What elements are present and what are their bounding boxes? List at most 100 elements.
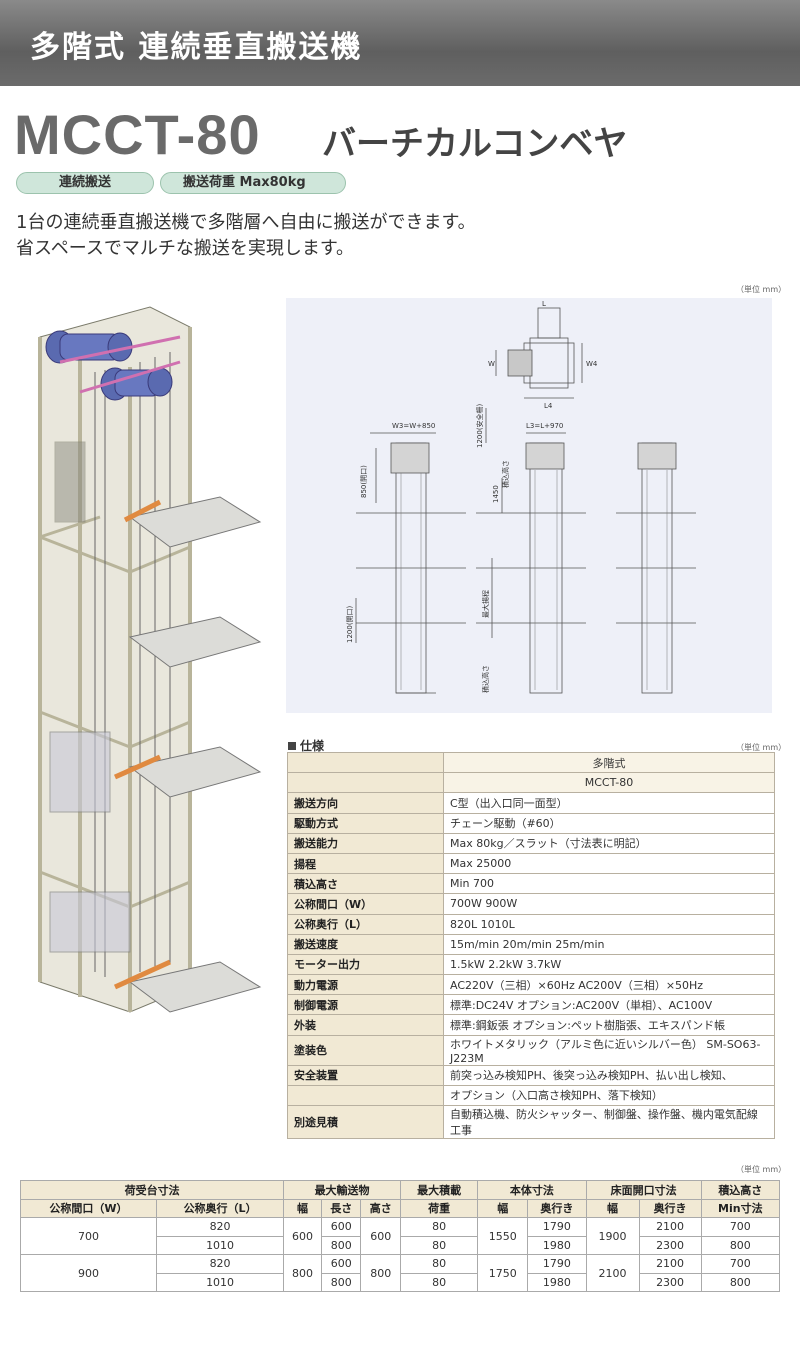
- table-row: 駆動方式チェーン駆動（#60）: [287, 812, 775, 834]
- spec-header-row: 多階式: [287, 751, 775, 774]
- table-row: オプション（入口高さ検知PH、落下検知）: [287, 1084, 775, 1107]
- table-row: 1010 800 80 1980 2300 800: [21, 1272, 781, 1292]
- spec-value: Max 80kg／スラット（寸法表に明記）: [443, 832, 775, 854]
- spec-key: 外装: [287, 1014, 444, 1036]
- roller-conveyors: [113, 496, 262, 1013]
- drawing-unit: （単位 mm）: [736, 285, 787, 294]
- dims-cell: 900: [20, 1254, 157, 1292]
- spec-section-title: 仕様: [288, 737, 324, 754]
- spec-key: 動力電源: [287, 974, 444, 996]
- dim-850: 850(開口): [360, 465, 368, 498]
- dims-cell: 2100: [638, 1217, 702, 1237]
- tag-load: 搬送荷重 Max80kg: [160, 172, 346, 194]
- description-line-1: 1台の連続垂直搬送機で多階層へ自由に搬送ができます。: [16, 212, 476, 233]
- dims-cell: 700: [700, 1254, 781, 1274]
- tag-list: 連続搬送 搬送荷重 Max80kg: [16, 172, 346, 194]
- dims-sub-header: 公称間口（W）: [20, 1198, 157, 1218]
- dims-cell: 1790: [527, 1254, 587, 1274]
- square-bullet-icon: [288, 742, 296, 750]
- dim-w3: W3=W+850: [392, 422, 435, 430]
- spec-key: 搬送方向: [287, 792, 444, 814]
- spec-value: C型（出入口同一面型）: [443, 792, 775, 814]
- dims-cell: 80: [399, 1217, 479, 1237]
- spec-title-text: 仕様: [300, 739, 325, 753]
- spec-value: オプション（入口高さ検知PH、落下検知）: [443, 1084, 775, 1107]
- dims-cell: 700: [20, 1217, 157, 1255]
- dims-cell: 2300: [638, 1272, 702, 1292]
- table-row: 1010 800 80 1980 2300 800: [21, 1235, 781, 1255]
- dims-sub-header: 長さ: [320, 1198, 362, 1218]
- model-name: MCCT-80: [14, 103, 261, 166]
- dim-W: W: [488, 360, 495, 368]
- table-row: 700 820 600 600 600 80 1550 1790 1900 21…: [20, 1217, 781, 1255]
- dims-cell: 1980: [527, 1235, 587, 1255]
- dims-group-header-row: 荷受台寸法 最大輸送物 最大積載 本体寸法 床面開口寸法 積込高さ: [19, 1180, 781, 1200]
- dims-cell: 800: [320, 1235, 362, 1255]
- lbl-load-height-bottom: 積込高さ: [481, 665, 490, 693]
- dim-1450: 1450: [492, 485, 500, 503]
- dims-cell: 1550: [477, 1217, 529, 1255]
- spec-unit: （単位 mm）: [736, 743, 787, 752]
- spec-value: 標準:鋼鈑張 オプション:ペット樹脂張、エキスパンド帳: [443, 1014, 775, 1036]
- spec-value: 自動積込機、防火シャッター、制御盤、操作盤、機内電気配線工事: [443, 1105, 775, 1139]
- spec-value: 標準:DC24V オプション:AC200V（単相）、AC100V: [443, 994, 775, 1016]
- dims-group-header: 本体寸法: [477, 1180, 587, 1200]
- dims-cell: 80: [399, 1235, 479, 1255]
- dimension-table: 荷受台寸法 最大輸送物 最大積載 本体寸法 床面開口寸法 積込高さ 公称間口（W…: [19, 1180, 781, 1292]
- dims-sub-header: 幅: [477, 1198, 529, 1218]
- dims-cell: 1980: [527, 1272, 587, 1292]
- dims-cell: 800: [700, 1235, 781, 1255]
- spec-header-model: MCCT-80: [443, 772, 775, 794]
- dims-cell: 600: [320, 1217, 362, 1237]
- dims-group-header: 最大輸送物: [283, 1180, 401, 1200]
- spec-value: 1.5kW 2.2kW 3.7kW: [443, 953, 775, 976]
- dims-group-header: 荷受台寸法: [19, 1180, 285, 1200]
- dims-sub-header: 高さ: [360, 1198, 401, 1218]
- description-line-2: 省スペースでマルチな搬送を実現します。: [16, 238, 355, 259]
- spec-key: 公称奥行（L）: [287, 913, 444, 935]
- dims-sub-header: 奥行き: [527, 1198, 587, 1218]
- table-row: 公称奥行（L）820L 1010L: [287, 913, 775, 935]
- spec-key: 制御電源: [287, 994, 444, 1016]
- spec-key: 揚程: [287, 852, 444, 875]
- dims-cell: 80: [399, 1254, 479, 1274]
- spec-value: Min 700: [443, 873, 775, 895]
- model-subtitle: バーチカルコンベヤ: [322, 124, 628, 164]
- dims-cell: 2300: [638, 1235, 702, 1255]
- dims-cell: 820: [155, 1217, 285, 1237]
- spec-key: 駆動方式: [287, 812, 444, 834]
- description: 1台の連続垂直搬送機で多階層へ自由に搬送ができます。 省スペースでマルチな搬送を…: [16, 210, 476, 262]
- spec-header-row: MCCT-80: [287, 772, 775, 794]
- dims-cell: 700: [700, 1217, 781, 1237]
- dims-group-header: 床面開口寸法: [585, 1180, 702, 1200]
- dims-cell: 600: [320, 1254, 362, 1274]
- dims-cell: 820: [155, 1254, 285, 1274]
- dims-sub-header: Min寸法: [700, 1198, 781, 1218]
- spec-value: ホワイトメタリック（アルミ色に近いシルバー色） SM-SO63-J223M: [443, 1034, 775, 1066]
- dim-l3: L3=L+970: [526, 422, 563, 430]
- dims-cell: 600: [283, 1217, 322, 1255]
- dim-L: L: [542, 300, 546, 308]
- spec-value: チェーン駆動（#60）: [443, 812, 775, 834]
- spec-key: 公称間口（W）: [287, 893, 444, 915]
- spec-value: 700W 900W: [443, 893, 775, 915]
- table-row: 公称間口（W）700W 900W: [287, 893, 775, 915]
- spec-key: 塗装色: [287, 1034, 444, 1066]
- table-row: 安全装置前突っ込み検知PH、後突っ込み検知PH、払い出し検知、: [287, 1064, 775, 1086]
- dims-unit: （単位 mm）: [736, 1165, 787, 1174]
- dims-sub-header-row: 公称間口（W） 公称奥行（L） 幅 長さ 高さ 荷重 幅 奥行き 幅 奥行き M…: [20, 1198, 781, 1218]
- page-title: 多階式 連続垂直搬送機: [30, 30, 363, 65]
- dims-cell: 600: [360, 1217, 401, 1255]
- spec-key: 搬送速度: [287, 933, 444, 955]
- dims-sub-header: 奥行き: [638, 1198, 702, 1218]
- table-row: 塗装色ホワイトメタリック（アルミ色に近いシルバー色） SM-SO63-J223M: [287, 1034, 775, 1066]
- dims-group-header: 最大積載: [399, 1180, 479, 1200]
- dims-cell: 1900: [585, 1217, 640, 1255]
- dim-1200-top: 1200(安全柵): [475, 403, 484, 448]
- dims-cell: 800: [700, 1272, 781, 1292]
- lbl-max-lift: 最大揚程: [481, 590, 490, 618]
